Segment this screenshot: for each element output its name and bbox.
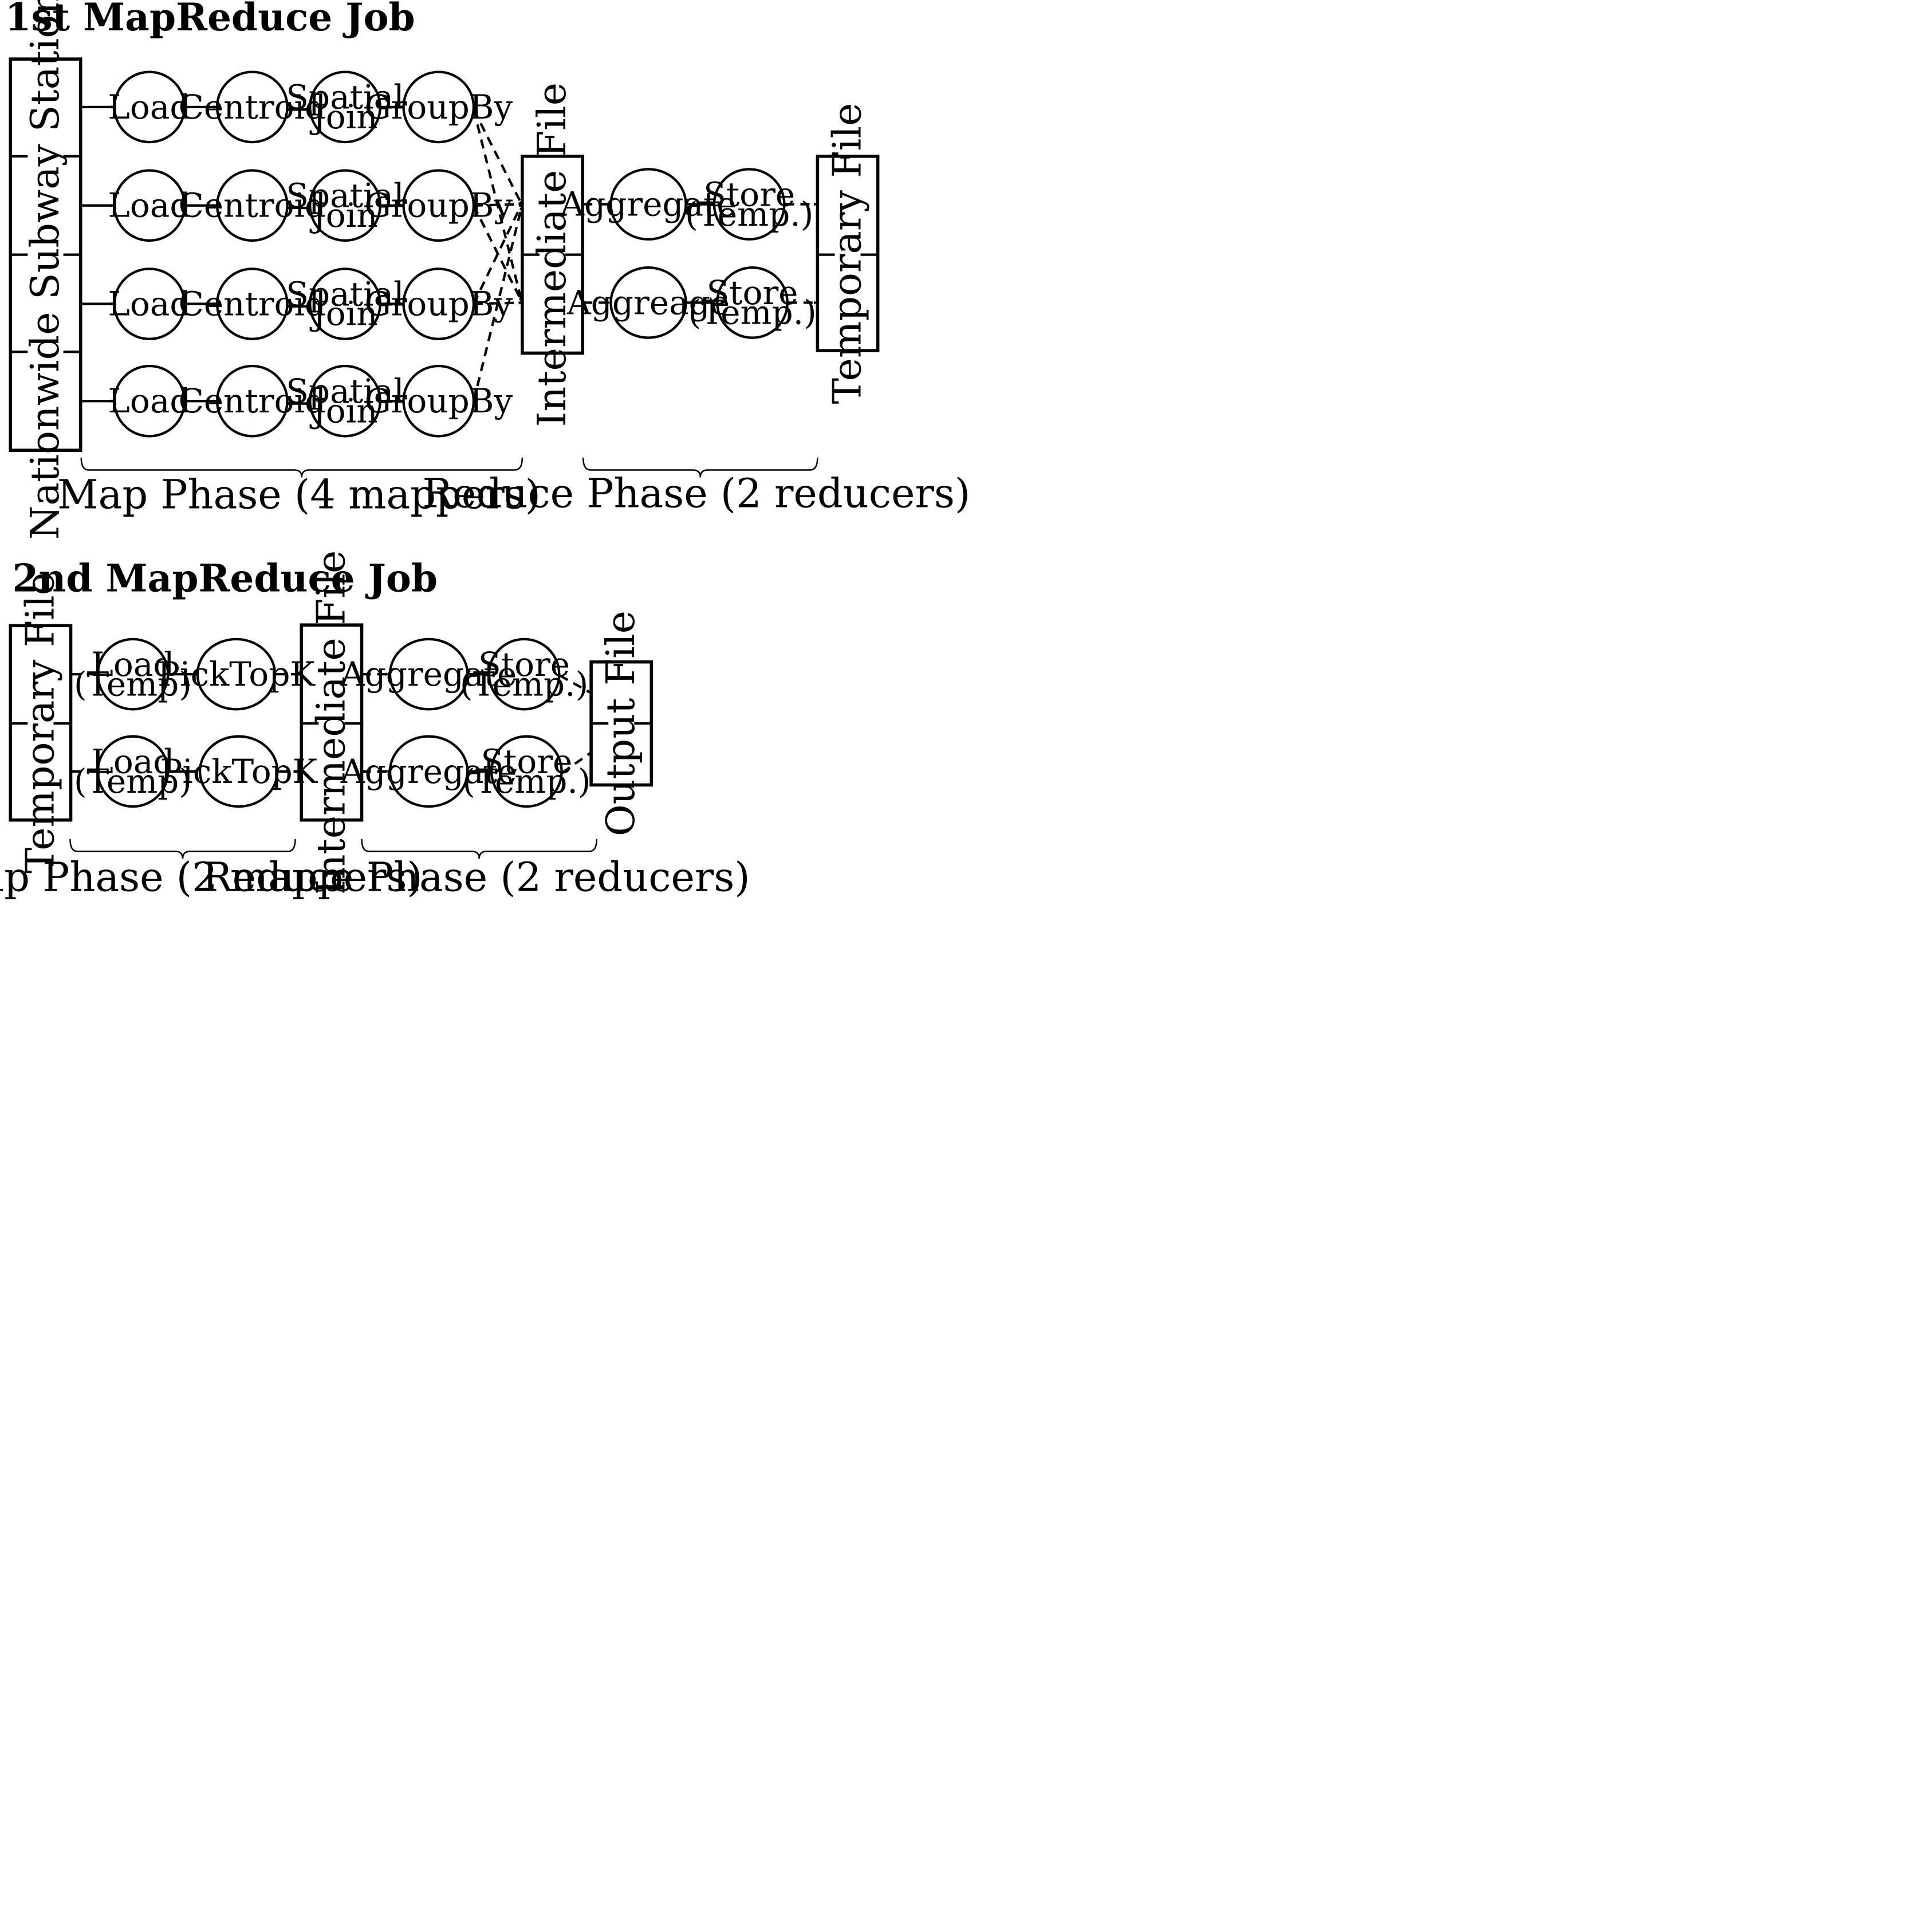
job1-shuffle-3b — [473, 203, 523, 305]
job2-input-file-label: Temporary File — [18, 572, 63, 873]
job2-map-phase-label: Map Phase (2 mappers) — [0, 854, 423, 901]
job1-temp-file-label: Temporary File — [825, 103, 870, 404]
job1-op-store-label: Store — [703, 175, 795, 214]
job1-shuffle-4a — [472, 206, 523, 402]
job1-intermediate-file-label: Intermediate File — [530, 82, 575, 427]
job1-op-load-label: Load — [108, 186, 191, 225]
job1-input-file-text: Nationwide Subway Stations — [23, 0, 68, 540]
job1-op-aggregate-label: Aggreage — [566, 283, 730, 322]
job1-op-centroid-label: Centroid — [178, 186, 326, 225]
job2-op-aggregate-label: Aggregate — [340, 752, 517, 791]
job1-op-store-label: Store — [706, 273, 798, 312]
job2-op-store-label: (Temp.) — [460, 664, 588, 703]
job1-op-centroid — [215, 267, 289, 340]
job2-output-file-label: Output File — [599, 611, 644, 836]
job2-op-load-temp-label: Load — [91, 645, 174, 684]
job2-op-picktopk — [196, 638, 277, 711]
job2-op-store — [490, 735, 563, 808]
job1-shuffle-1a — [473, 109, 523, 205]
job2-op-aggregate — [388, 735, 469, 808]
job1-op-store-label: (Temp.) — [688, 293, 816, 332]
edges-layer — [69, 105, 818, 859]
job2-intermediate-file-label: Intermediate File — [309, 550, 354, 895]
job1-op-spatial-join-label: Spatial — [286, 78, 404, 117]
job2-input-file-text: Temporary File — [18, 572, 63, 873]
job1-op-centroid — [215, 169, 289, 242]
nodes-layer — [9, 57, 880, 822]
job2-reduce-brace — [361, 839, 598, 859]
job2-op-load-temp — [96, 638, 170, 711]
job1-title: 1st MapReduce Job — [5, 0, 415, 40]
job1-op-spatial-join-label: Join — [309, 391, 377, 430]
job2-op-picktopk-label: PickTopK — [158, 655, 316, 694]
job1-op-load-label: Load — [108, 381, 191, 420]
job1-reduce-brace — [582, 458, 818, 478]
job1-op-load — [113, 70, 186, 144]
job1-op-groupby-label: GroupBy — [364, 285, 513, 324]
job2-op-picktopk — [198, 735, 279, 808]
job1-op-aggregate — [609, 168, 687, 241]
job2-op-store-label: Store — [478, 645, 570, 684]
job2-arrow-store2-output — [561, 751, 592, 774]
job1-op-load — [113, 267, 186, 340]
job1-op-load-label: Load — [108, 285, 191, 324]
job1-op-centroid-label: Centroid — [178, 285, 326, 324]
job1-op-centroid-label: Centroid — [178, 381, 326, 420]
job2-op-load-temp-label: (Temp) — [74, 664, 192, 703]
job1-op-spatial-join-label: Spatial — [286, 176, 404, 215]
job1-op-groupby-label: GroupBy — [364, 88, 513, 127]
job1-op-aggregate — [609, 266, 687, 339]
job1-map-brace — [80, 458, 524, 478]
job1-op-spatial-join — [309, 267, 381, 340]
job2-op-load-temp-label: Load — [91, 742, 174, 781]
job1-op-groupby — [402, 169, 475, 242]
job1-op-load-label: Load — [108, 88, 191, 127]
job1-op-load — [113, 364, 186, 438]
job1-op-groupby — [402, 267, 475, 340]
job1-op-load — [113, 169, 186, 242]
job1-map-phase-label: Map Phase (4 mappers) — [57, 471, 541, 518]
job1-op-groupby — [402, 70, 475, 144]
job2-op-store-label: Store — [481, 742, 572, 781]
job1-op-spatial-join-label: Spatial — [286, 372, 404, 411]
job1-op-centroid-label: Centroid — [178, 88, 326, 127]
job2-map-brace — [69, 839, 296, 859]
job1-op-centroid — [215, 364, 289, 438]
job1-op-store — [713, 168, 786, 241]
job1-op-centroid — [215, 70, 289, 144]
job1-op-spatial-join-label: Spatial — [286, 274, 404, 313]
job1-op-spatial-join — [309, 364, 381, 438]
job1-op-groupby-label: GroupBy — [364, 186, 513, 225]
job1-op-store — [716, 266, 789, 339]
job2-intermediate-file-text: Intermediate File — [309, 550, 354, 895]
job1-shuffle-2b — [473, 204, 523, 302]
job1-op-spatial-join-label: Join — [309, 196, 377, 235]
job1-op-aggregate-label: Aggregate — [560, 185, 737, 224]
job2-op-picktopk-label: PickTopK — [160, 752, 318, 791]
job1-op-store-label: (Temp.) — [685, 195, 813, 234]
job1-temp-file-text: Temporary File — [825, 103, 870, 404]
job1-op-spatial-join — [309, 70, 381, 144]
job2-op-load-temp — [96, 735, 170, 808]
job1-input-file-label: Nationwide Subway Stations — [23, 0, 68, 540]
job1-op-groupby-label: GroupBy — [364, 381, 513, 420]
job1-op-spatial-join-label: Join — [309, 294, 377, 333]
job2-op-aggregate-label: Aggregate — [340, 655, 517, 694]
job2-op-aggregate — [388, 638, 469, 711]
job1-reduce-phase-label: Reduce Phase (2 reducers) — [422, 470, 970, 517]
job2-op-store — [487, 638, 561, 711]
job1-op-spatial-join-label: Join — [309, 97, 377, 136]
job1-op-groupby — [402, 364, 475, 438]
job2-op-load-temp-label: (Temp) — [74, 762, 192, 801]
job2-op-store-label: (Temp.) — [462, 762, 591, 801]
job2-reduce-phase-label: Reduce Phase (2 reducers) — [202, 854, 750, 901]
job1-shuffle-2a — [473, 202, 522, 207]
job1-op-spatial-join — [309, 169, 381, 242]
job2-arrow-store1-output — [559, 674, 592, 694]
job2-title: 2nd MapReduce Job — [12, 556, 438, 601]
job1-intermediate-file-text: Intermediate File — [530, 82, 575, 427]
job2-output-file-text: Output File — [599, 611, 644, 836]
